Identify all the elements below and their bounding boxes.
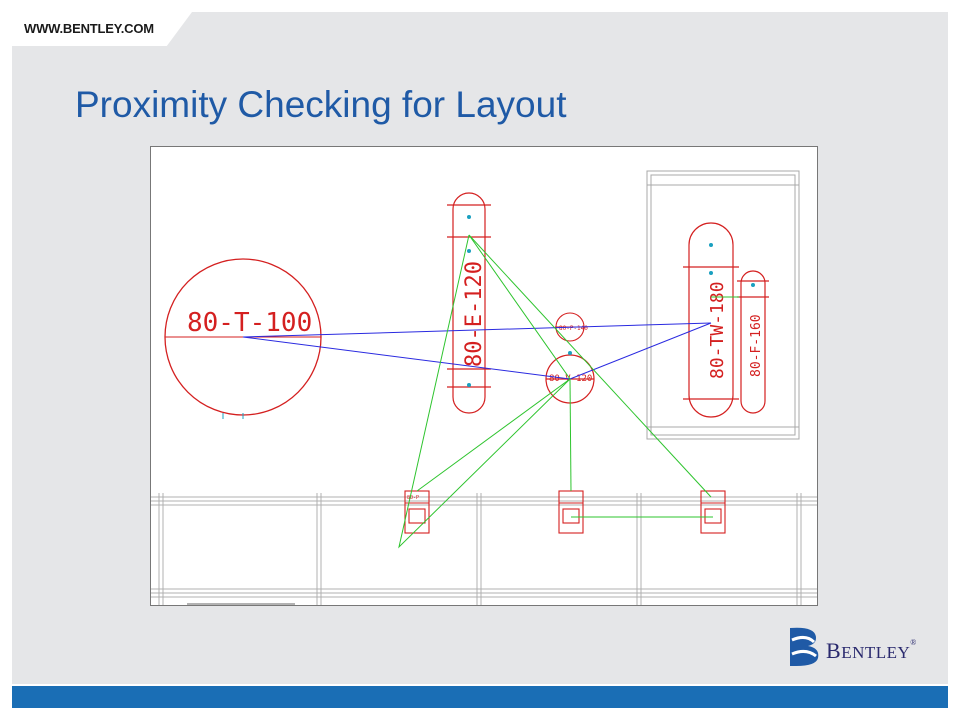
logo-initial: B	[826, 638, 842, 663]
small-vessel-label: 80-P-140	[559, 325, 588, 332]
filter-label: 80-F-160	[749, 314, 764, 377]
pump-label-left: 80-P	[407, 495, 419, 501]
pump-right	[700, 490, 726, 534]
slide-title: Proximity Checking for Layout	[75, 84, 567, 125]
cad-canvas: 80-T-100 80-E-120 80-P-140 80-V-120	[151, 170, 817, 605]
tank-80-t-100: 80-T-100	[164, 258, 322, 419]
pipe-rack	[151, 493, 817, 605]
bentley-wordmark: BENTLEY®	[826, 638, 917, 664]
proximity-lines-green	[398, 234, 739, 549]
column-label: 80-TW-180	[707, 281, 728, 379]
tank-label: 80-T-100	[187, 308, 312, 338]
footer-bar	[12, 686, 948, 708]
site-url: WWW.BENTLEY.COM	[24, 21, 154, 36]
filter-80-f-160	[737, 270, 769, 414]
cad-drawing: 80-T-100 80-E-120 80-P-140 80-V-120	[150, 146, 818, 606]
column-80-tw-180	[683, 222, 739, 418]
header-tab: WWW.BENTLEY.COM	[12, 12, 192, 46]
bentley-logo: BENTLEY®	[786, 624, 926, 670]
bentley-b-icon	[790, 627, 819, 666]
right-steel-structure	[646, 170, 800, 440]
logo-registered: ®	[910, 638, 917, 647]
nozzle-markers	[467, 215, 755, 387]
exchanger-label: 80-E-120	[462, 261, 487, 367]
logo-rest: ENTLEY	[841, 643, 911, 662]
